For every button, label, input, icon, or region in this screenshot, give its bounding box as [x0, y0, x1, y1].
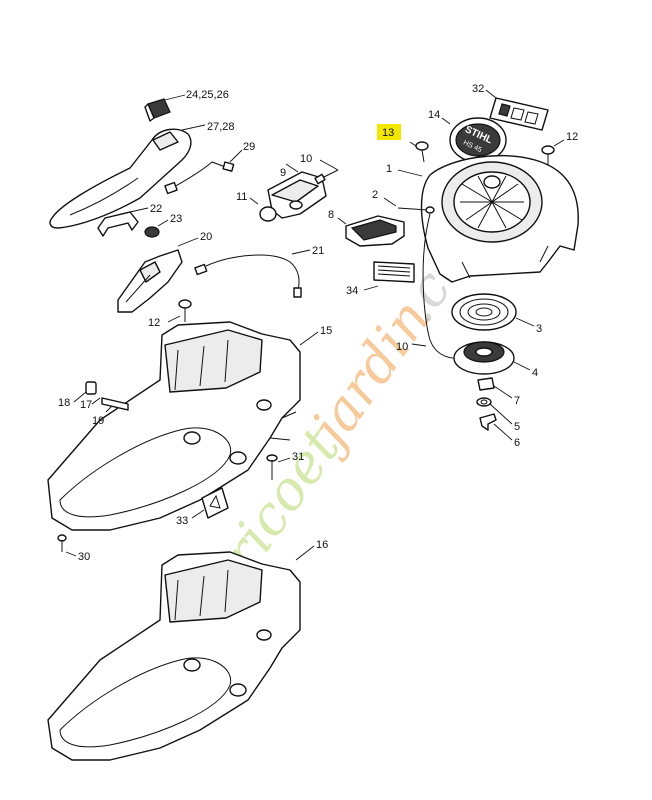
part-10-starter-rope[interactable] — [411, 213, 467, 359]
label-33: 33 — [176, 515, 188, 527]
part-20-lever[interactable] — [117, 237, 199, 313]
label-5: 5 — [514, 421, 520, 433]
part-15-housing[interactable] — [47, 321, 319, 531]
part-16-housing[interactable] — [47, 545, 315, 761]
label-30: 30 — [78, 551, 90, 563]
part-34-label[interactable] — [363, 261, 415, 291]
part-27-trigger[interactable] — [49, 124, 206, 229]
label-31: 31 — [292, 451, 304, 463]
label-24-25-26: 24,25,26 — [186, 89, 229, 101]
label-11: 11 — [236, 191, 247, 203]
label-16: 16 — [316, 539, 328, 551]
part-12-screw-left[interactable] — [167, 299, 192, 323]
label-17: 17 — [80, 399, 92, 411]
label-3: 3 — [536, 323, 542, 335]
label-13: 13 — [382, 127, 394, 139]
part-19-screw[interactable] — [101, 397, 129, 413]
label-18: 18 — [58, 397, 70, 409]
part-10-cable-top[interactable] — [314, 159, 339, 185]
label-15: 15 — [320, 325, 332, 337]
part-33-warning-label[interactable] — [191, 487, 229, 519]
label-32: 32 — [472, 83, 484, 95]
part-32-decal-strip[interactable] — [485, 89, 549, 131]
part-13-screw[interactable] — [409, 141, 429, 163]
part-23-nut[interactable] — [144, 219, 169, 238]
part-21-bowden-cable[interactable] — [194, 249, 311, 298]
label-1: 1 — [386, 163, 392, 175]
label-14: 14 — [428, 109, 440, 121]
label-20: 20 — [200, 231, 212, 243]
part-3-rewind-spring[interactable] — [451, 293, 535, 331]
label-27-28: 27,28 — [207, 121, 235, 133]
part-17-pin[interactable] — [91, 397, 101, 405]
label-10-bottom: 10 — [396, 341, 408, 353]
label-7: 7 — [514, 395, 520, 407]
label-2: 2 — [372, 189, 378, 201]
label-19: 19 — [92, 415, 104, 427]
part-29-cable[interactable] — [164, 149, 243, 195]
part-4-rope-rotor[interactable] — [453, 341, 531, 375]
part-22-clip[interactable] — [97, 207, 149, 237]
label-8: 8 — [328, 209, 334, 221]
part-9-grip[interactable] — [267, 163, 327, 219]
label-34: 34 — [346, 285, 358, 297]
label-29: 29 — [243, 141, 255, 153]
label-23: 23 — [170, 213, 182, 225]
part-5-washer[interactable] — [476, 397, 513, 425]
label-22: 22 — [150, 203, 162, 215]
part-31-screw[interactable] — [266, 454, 291, 480]
label-21: 21 — [312, 245, 324, 257]
part-6-spring-clip[interactable] — [479, 413, 513, 441]
part-18-sleeve[interactable] — [73, 381, 97, 403]
label-10-top: 10 — [300, 153, 312, 165]
label-4: 4 — [532, 367, 538, 379]
part-7-pawl[interactable] — [477, 377, 513, 399]
label-12-left: 12 — [148, 317, 160, 329]
label-9: 9 — [280, 167, 286, 179]
part-1-fan-housing[interactable] — [397, 154, 579, 283]
highlight-13 — [377, 124, 401, 140]
part-14-stihl-decal[interactable]: STIHL HS 45 — [441, 117, 507, 163]
part-24-switch[interactable] — [144, 94, 186, 122]
label-12-right: 12 — [566, 131, 578, 143]
part-2-rope-guide[interactable] — [383, 197, 435, 214]
part-12-screw-right[interactable] — [541, 139, 565, 166]
part-30-screw[interactable] — [57, 534, 77, 557]
label-6: 6 — [514, 437, 520, 449]
part-8-starter-grip[interactable] — [337, 215, 405, 247]
part-11-cap[interactable] — [249, 197, 277, 222]
